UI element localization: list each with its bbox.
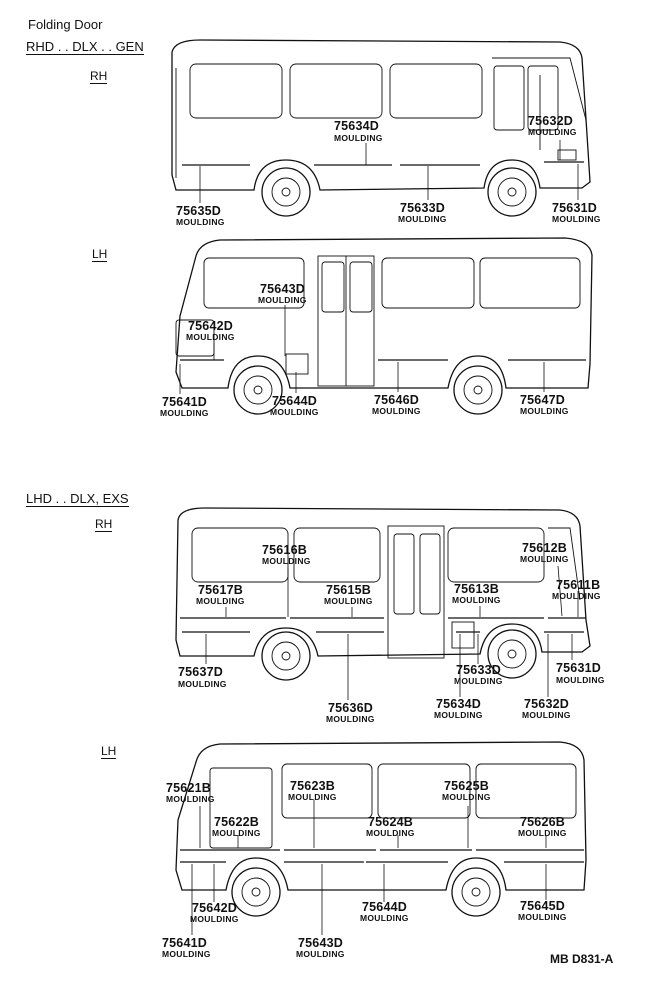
part-number: 75632D: [524, 697, 569, 711]
part-name: MOULDING: [552, 591, 601, 601]
part-name: MOULDING: [186, 332, 235, 342]
part-number: 75634D: [436, 697, 481, 711]
part-name: MOULDING: [518, 912, 567, 922]
part-name: MOULDING: [296, 949, 345, 959]
part-name: MOULDING: [442, 792, 491, 802]
bus-rhd-rh: [171, 39, 591, 217]
part-name: MOULDING: [190, 914, 239, 924]
lhd-lh-label: LH: [101, 744, 117, 759]
part-number: 75637D: [178, 665, 223, 679]
part-name: MOULDING: [398, 214, 447, 224]
part-number: 75634D: [334, 119, 379, 133]
part-number: 75641D: [162, 395, 207, 409]
part-number: 75612B: [522, 541, 567, 555]
part-name: MOULDING: [262, 556, 311, 566]
part-number: 75611B: [556, 578, 601, 592]
part-number: 75642D: [188, 319, 233, 333]
part-number: 75626B: [520, 815, 565, 829]
part-number: 75645D: [520, 899, 565, 913]
bus-lhd-lh: [175, 741, 587, 935]
part-number: 75631D: [556, 661, 601, 675]
part-number: 75641D: [162, 936, 207, 950]
part-name: MOULDING: [160, 408, 209, 418]
part-number: 75644D: [272, 394, 317, 408]
part-name: MOULDING: [520, 406, 569, 416]
part-name: MOULDING: [326, 714, 375, 724]
part-name: MOULDING: [520, 554, 569, 564]
part-name: MOULDING: [552, 214, 601, 224]
rhd-rh-label: RH: [90, 69, 108, 84]
rhd-spec-label: RHD . . DLX . . GEN: [26, 39, 144, 55]
part-number: 75647D: [520, 393, 565, 407]
part-number: 75621B: [166, 781, 211, 795]
part-number: 75646D: [374, 393, 419, 407]
part-name: MOULDING: [434, 710, 483, 720]
part-number: 75633D: [456, 663, 501, 677]
part-name: MOULDING: [452, 595, 501, 605]
part-number: 75643D: [298, 936, 343, 950]
part-name: MOULDING: [518, 828, 567, 838]
part-name: MOULDING: [454, 676, 503, 686]
part-number: 75615B: [326, 583, 371, 597]
bus-rhd-lh: [175, 237, 593, 415]
part-number: 75642D: [192, 901, 237, 915]
part-number: 75613B: [454, 582, 499, 596]
part-name: MOULDING: [366, 828, 415, 838]
figure-code: MB D831-A: [550, 952, 614, 966]
part-name: MOULDING: [162, 949, 211, 959]
part-name: MOULDING: [270, 407, 319, 417]
part-name: MOULDING: [556, 675, 605, 685]
bus-lhd-rh: [175, 507, 591, 700]
part-name: MOULDING: [324, 596, 373, 606]
part-name: MOULDING: [166, 794, 215, 804]
part-name: MOULDING: [196, 596, 245, 606]
part-name: MOULDING: [176, 217, 225, 227]
part-number: 75643D: [260, 282, 305, 296]
part-number: 75617B: [198, 583, 243, 597]
lhd-rh-label: RH: [95, 517, 113, 532]
part-number: 75633D: [400, 201, 445, 215]
part-number: 75625B: [444, 779, 489, 793]
part-number: 75623B: [290, 779, 335, 793]
part-number: 75622B: [214, 815, 259, 829]
part-number: 75624B: [368, 815, 413, 829]
part-name: MOULDING: [372, 406, 421, 416]
part-name: MOULDING: [522, 710, 571, 720]
part-number: 75616B: [262, 543, 307, 557]
part-number: 75644D: [362, 900, 407, 914]
part-number: 75632D: [528, 114, 573, 128]
part-name: MOULDING: [178, 679, 227, 689]
part-name: MOULDING: [212, 828, 261, 838]
folding-door-header: Folding Door: [28, 17, 103, 32]
part-name: MOULDING: [360, 913, 409, 923]
part-name: MOULDING: [334, 133, 383, 143]
rhd-lh-label: LH: [92, 247, 108, 262]
part-number: 75636D: [328, 701, 373, 715]
part-name: MOULDING: [528, 127, 577, 137]
part-number: 75631D: [552, 201, 597, 215]
part-name: MOULDING: [258, 295, 307, 305]
part-name: MOULDING: [288, 792, 337, 802]
part-number: 75635D: [176, 204, 221, 218]
lhd-spec-label: LHD . . DLX, EXS: [26, 491, 129, 507]
